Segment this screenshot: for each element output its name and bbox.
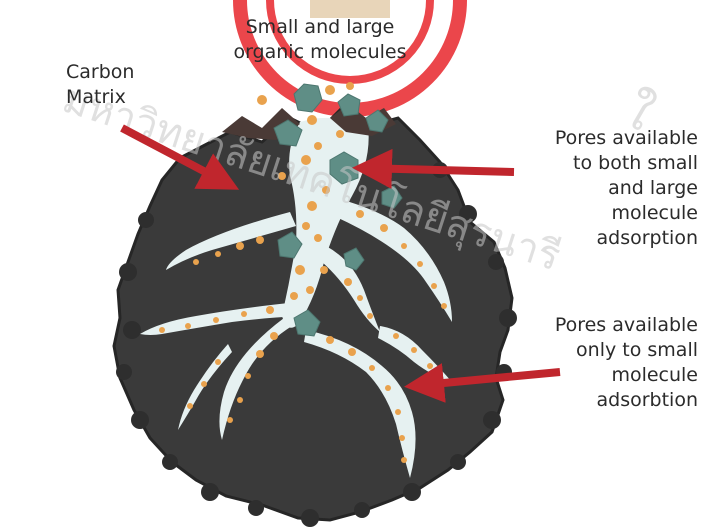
pores-small-label: Pores available only to small molecule a… — [490, 313, 698, 413]
pores-large-line3: and large — [490, 176, 698, 201]
pores-large-line1: Pores available — [490, 126, 698, 151]
carbon-matrix-label: Carbon Matrix — [66, 60, 134, 110]
pores-small-line2: only to small — [490, 338, 698, 363]
pores-small-line3: molecule — [490, 363, 698, 388]
pores-large-line5: adsorption — [490, 226, 698, 251]
pores-large-line2: to both small — [490, 151, 698, 176]
pores-large-label: Pores available to both small and large … — [490, 126, 698, 251]
carbon-label-line2: Matrix — [66, 85, 134, 110]
molecules-label-line1: Small and large — [200, 15, 440, 40]
pores-small-line4: adsorbtion — [490, 388, 698, 413]
carbon-label-line1: Carbon — [66, 60, 134, 85]
pores-large-line4: molecule — [490, 201, 698, 226]
molecules-label: Small and large organic molecules — [200, 15, 440, 65]
pores-small-line1: Pores available — [490, 313, 698, 338]
molecules-label-line2: organic molecules — [200, 40, 440, 65]
